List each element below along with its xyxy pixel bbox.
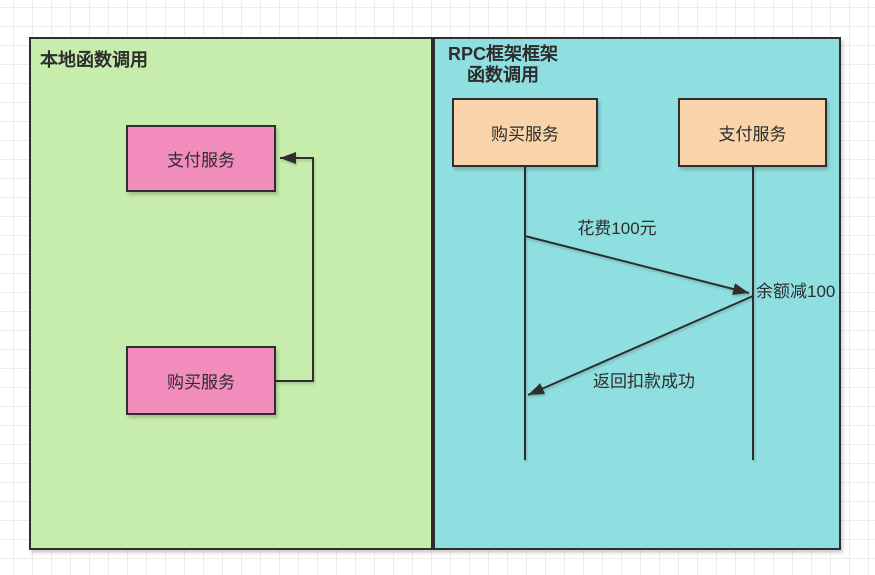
rpc-payment-service-box: 支付服务 (678, 98, 827, 167)
local-panel-title: 本地函数调用 (40, 50, 148, 70)
rpc-panel-title-line2: 函数调用 (467, 65, 539, 85)
message-label-spend: 花费100元 (577, 219, 657, 238)
local-call-panel (29, 37, 433, 550)
rpc-purchase-service-label: 购买服务 (491, 125, 559, 144)
rpc-panel-title: RPC框架框架 函数调用 (441, 44, 565, 86)
local-purchase-service-box: 购买服务 (126, 346, 276, 415)
rpc-payment-service-label: 支付服务 (718, 125, 787, 144)
message-label-balance: 余额减100 (756, 282, 836, 301)
local-purchase-service-label: 购买服务 (167, 373, 235, 392)
rpc-purchase-service-box: 购买服务 (452, 98, 598, 167)
local-payment-service-box: 支付服务 (126, 125, 276, 192)
rpc-panel-title-line1: RPC框架框架 (447, 44, 558, 64)
local-payment-service-label: 支付服务 (167, 151, 235, 170)
message-label-return: 返回扣款成功 (593, 372, 695, 391)
